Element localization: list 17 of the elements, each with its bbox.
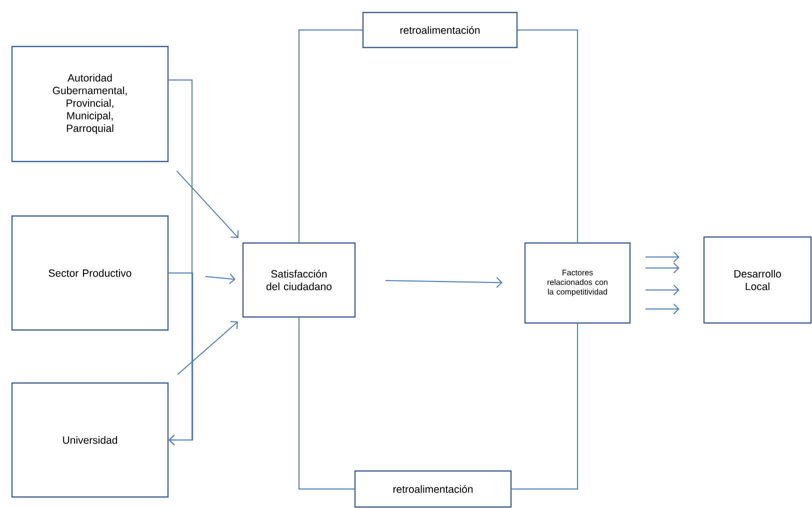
arrow (177, 321, 238, 375)
process-box: Universidad (11, 382, 169, 498)
process-box: Desarrollo Local (703, 236, 812, 324)
process-box: Satisfacción del ciudadano (242, 242, 356, 318)
arrow (385, 277, 502, 288)
process-box: retroalimentación (354, 470, 512, 508)
process-box: Sector Productivo (11, 215, 169, 331)
arrow (204, 273, 236, 284)
arrow (645, 252, 680, 262)
arrow (645, 304, 680, 314)
process-box: Autoridad Gubernamental, Provincial, Municipal, Parroquial (11, 46, 169, 162)
arrow (176, 170, 239, 238)
arrow (645, 262, 680, 274)
process-box: Factores relacionados con la competitividad (524, 242, 631, 324)
process-box: retroalimentación (362, 12, 518, 48)
arrow (168, 272, 194, 446)
arrow (645, 284, 680, 296)
